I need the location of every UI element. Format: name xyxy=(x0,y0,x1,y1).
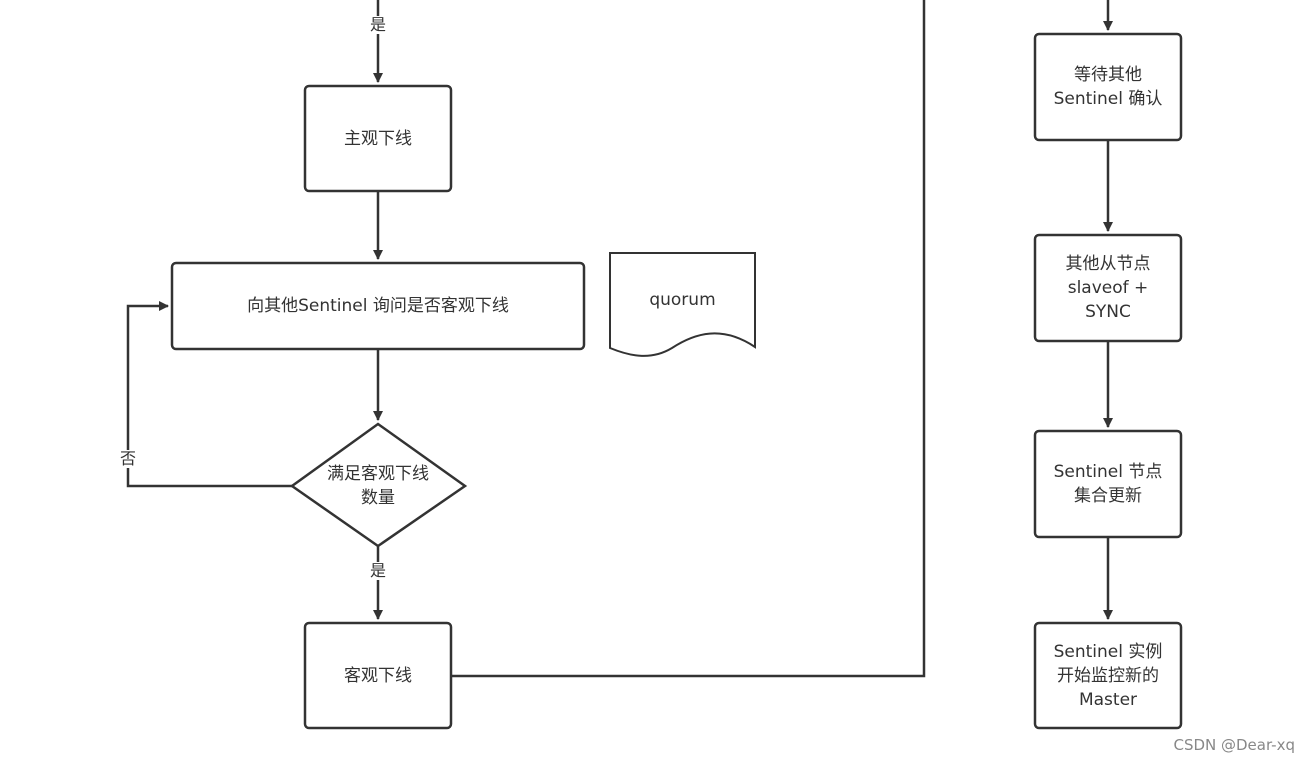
edge-no-loop xyxy=(126,301,292,488)
edge-label-yes-top: 是 xyxy=(369,15,387,34)
node-objective-down-box xyxy=(303,621,453,730)
node-ask-others-box xyxy=(170,261,586,351)
edge-objective-to-right xyxy=(452,0,926,678)
watermark: CSDN @Dear-xq xyxy=(1173,736,1295,754)
node-quorum-document-shape xyxy=(609,252,756,357)
node-subjective-down-box xyxy=(303,84,453,193)
node-decision-diamond xyxy=(289,422,468,548)
edge-label-yes-decision: 是 xyxy=(369,561,387,580)
node-slaveof-sync-box xyxy=(1033,233,1183,343)
edge-label-no-decision: 否 xyxy=(119,449,137,468)
node-monitor-new-box xyxy=(1033,621,1183,730)
node-set-update-box xyxy=(1033,429,1183,539)
node-wait-confirm-box xyxy=(1033,32,1183,142)
